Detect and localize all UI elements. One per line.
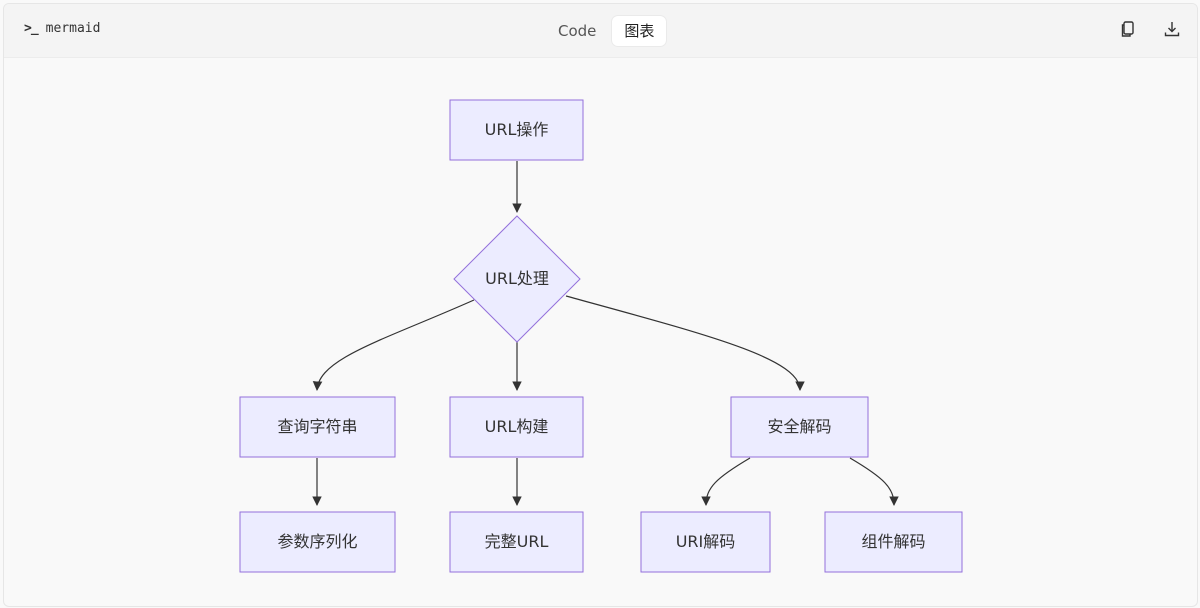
node-full-url-label: 完整URL <box>485 532 549 551</box>
code-block-toolbar: >_ mermaid Code 图表 <box>4 4 1197 58</box>
node-query-string-label: 查询字符串 <box>277 417 357 436</box>
node-uri-decode-label: URI解码 <box>676 532 736 551</box>
node-param-serial-label: 参数序列化 <box>277 532 357 551</box>
node-uri-decode: URI解码 <box>640 511 771 573</box>
download-icon[interactable] <box>1161 18 1183 40</box>
node-query-string: 查询字符串 <box>239 396 396 458</box>
node-param-serial: 参数序列化 <box>239 511 396 573</box>
node-component-decode: 组件解码 <box>824 511 963 573</box>
toolbar-actions <box>1117 18 1183 40</box>
node-url-build: URL构建 <box>449 396 584 458</box>
flowchart-canvas: URL操作 URL处理 查询字符串 URL构建 安全解码 <box>4 58 1197 606</box>
tab-diagram[interactable]: 图表 <box>612 16 667 46</box>
edge-url-proc-to-safe-decode <box>565 295 805 391</box>
copy-icon[interactable] <box>1117 18 1139 40</box>
node-safe-decode: 安全解码 <box>730 396 869 458</box>
node-url-build-label: URL构建 <box>485 417 549 436</box>
nodes: URL操作 URL处理 查询字符串 URL构建 安全解码 <box>239 99 963 573</box>
node-component-decode-label: 组件解码 <box>861 532 925 551</box>
node-full-url: 完整URL <box>449 511 584 573</box>
language-label: >_ mermaid <box>24 21 100 36</box>
node-url-proc: URL处理 <box>453 215 581 343</box>
node-url-ops: URL操作 <box>449 99 584 161</box>
node-url-proc-label: URL处理 <box>485 269 549 288</box>
node-safe-decode-label: 安全解码 <box>767 417 831 436</box>
view-tabs: Code 图表 <box>546 16 667 46</box>
terminal-prompt-icon: >_ <box>24 21 39 36</box>
node-url-ops-label: URL操作 <box>485 120 549 139</box>
edges <box>312 161 899 506</box>
code-block-panel: >_ mermaid Code 图表 <box>3 3 1198 607</box>
flowchart-svg: URL操作 URL处理 查询字符串 URL构建 安全解码 <box>239 99 963 573</box>
edge-safe-decode-to-component-decode <box>849 457 899 506</box>
edge-url-proc-to-query-string <box>312 299 475 391</box>
language-name: mermaid <box>45 21 101 36</box>
tab-code[interactable]: Code <box>558 22 597 40</box>
edge-safe-decode-to-uri-decode <box>701 457 751 506</box>
